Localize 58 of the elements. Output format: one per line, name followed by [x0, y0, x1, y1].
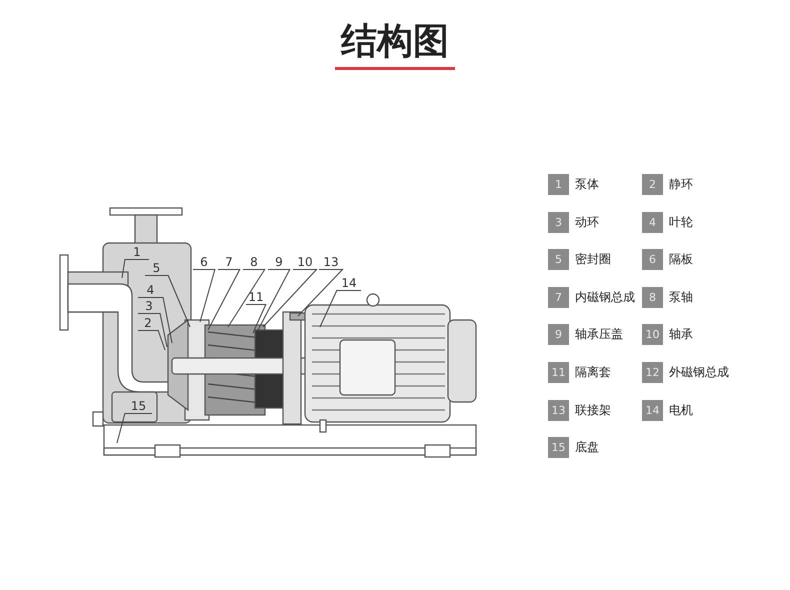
part-name: 动环	[575, 214, 599, 231]
number-badge: 14	[642, 400, 663, 421]
leader-line	[258, 268, 290, 330]
part-name: 底盘	[575, 439, 599, 456]
part-name: 静环	[669, 176, 693, 193]
leader-line	[122, 258, 126, 278]
leader-line	[208, 268, 240, 330]
number-badge: 2	[642, 174, 663, 195]
number-badge: 10	[642, 324, 663, 346]
callout-number: 6	[193, 256, 215, 270]
leader-line	[160, 312, 168, 348]
leader-line	[116, 412, 126, 444]
number-badge: 11	[548, 362, 569, 383]
leader-line	[168, 274, 190, 328]
callout-number: 11	[246, 291, 266, 305]
leader-line	[298, 268, 344, 316]
part-name: 泵体	[575, 176, 599, 193]
part-name: 电机	[669, 402, 693, 419]
part-name: 密封圈	[575, 251, 611, 268]
part-name: 联接架	[575, 402, 611, 419]
callout-number: 1	[125, 246, 149, 260]
number-badge: 13	[548, 400, 569, 421]
callout-number: 9	[268, 256, 290, 270]
leader-line	[320, 290, 338, 328]
part-name: 轴承	[669, 326, 693, 344]
leader-line	[162, 296, 172, 344]
number-badge: 3	[548, 212, 569, 233]
number-badge: 4	[642, 212, 663, 233]
callout-number: 7	[218, 256, 240, 270]
number-badge: 1	[548, 174, 569, 195]
part-name: 泵轴	[669, 288, 693, 306]
part-name: 轴承压盖	[575, 326, 623, 344]
leader-line	[252, 304, 266, 334]
part-name: 叶轮	[669, 214, 693, 231]
callout-number: 5	[145, 262, 168, 276]
callout-number: 14	[337, 277, 361, 291]
callout-number: 10	[293, 256, 317, 270]
part-name: 隔离套	[575, 364, 611, 381]
part-name: 内磁钢总成	[575, 288, 635, 306]
number-badge: 12	[642, 362, 663, 383]
callout-number: 3	[138, 300, 160, 314]
number-badge: 9	[548, 324, 569, 346]
callout-number: 2	[138, 317, 158, 331]
number-badge: 15	[548, 437, 569, 458]
title: 结构图	[340, 20, 450, 64]
callout-number: 4	[138, 284, 163, 298]
part-name: 隔板	[669, 251, 693, 268]
callout-number: 13	[319, 256, 343, 270]
part-name: 外磁钢总成	[669, 364, 729, 381]
number-badge: 7	[548, 286, 569, 308]
leader-line	[228, 268, 266, 328]
leader-line	[200, 268, 216, 322]
number-badge: 8	[642, 286, 663, 308]
callout-number: 8	[243, 256, 265, 270]
leader-line	[262, 268, 318, 328]
number-badge: 6	[642, 249, 663, 270]
number-badge: 5	[548, 249, 569, 270]
leader-line	[158, 330, 166, 350]
